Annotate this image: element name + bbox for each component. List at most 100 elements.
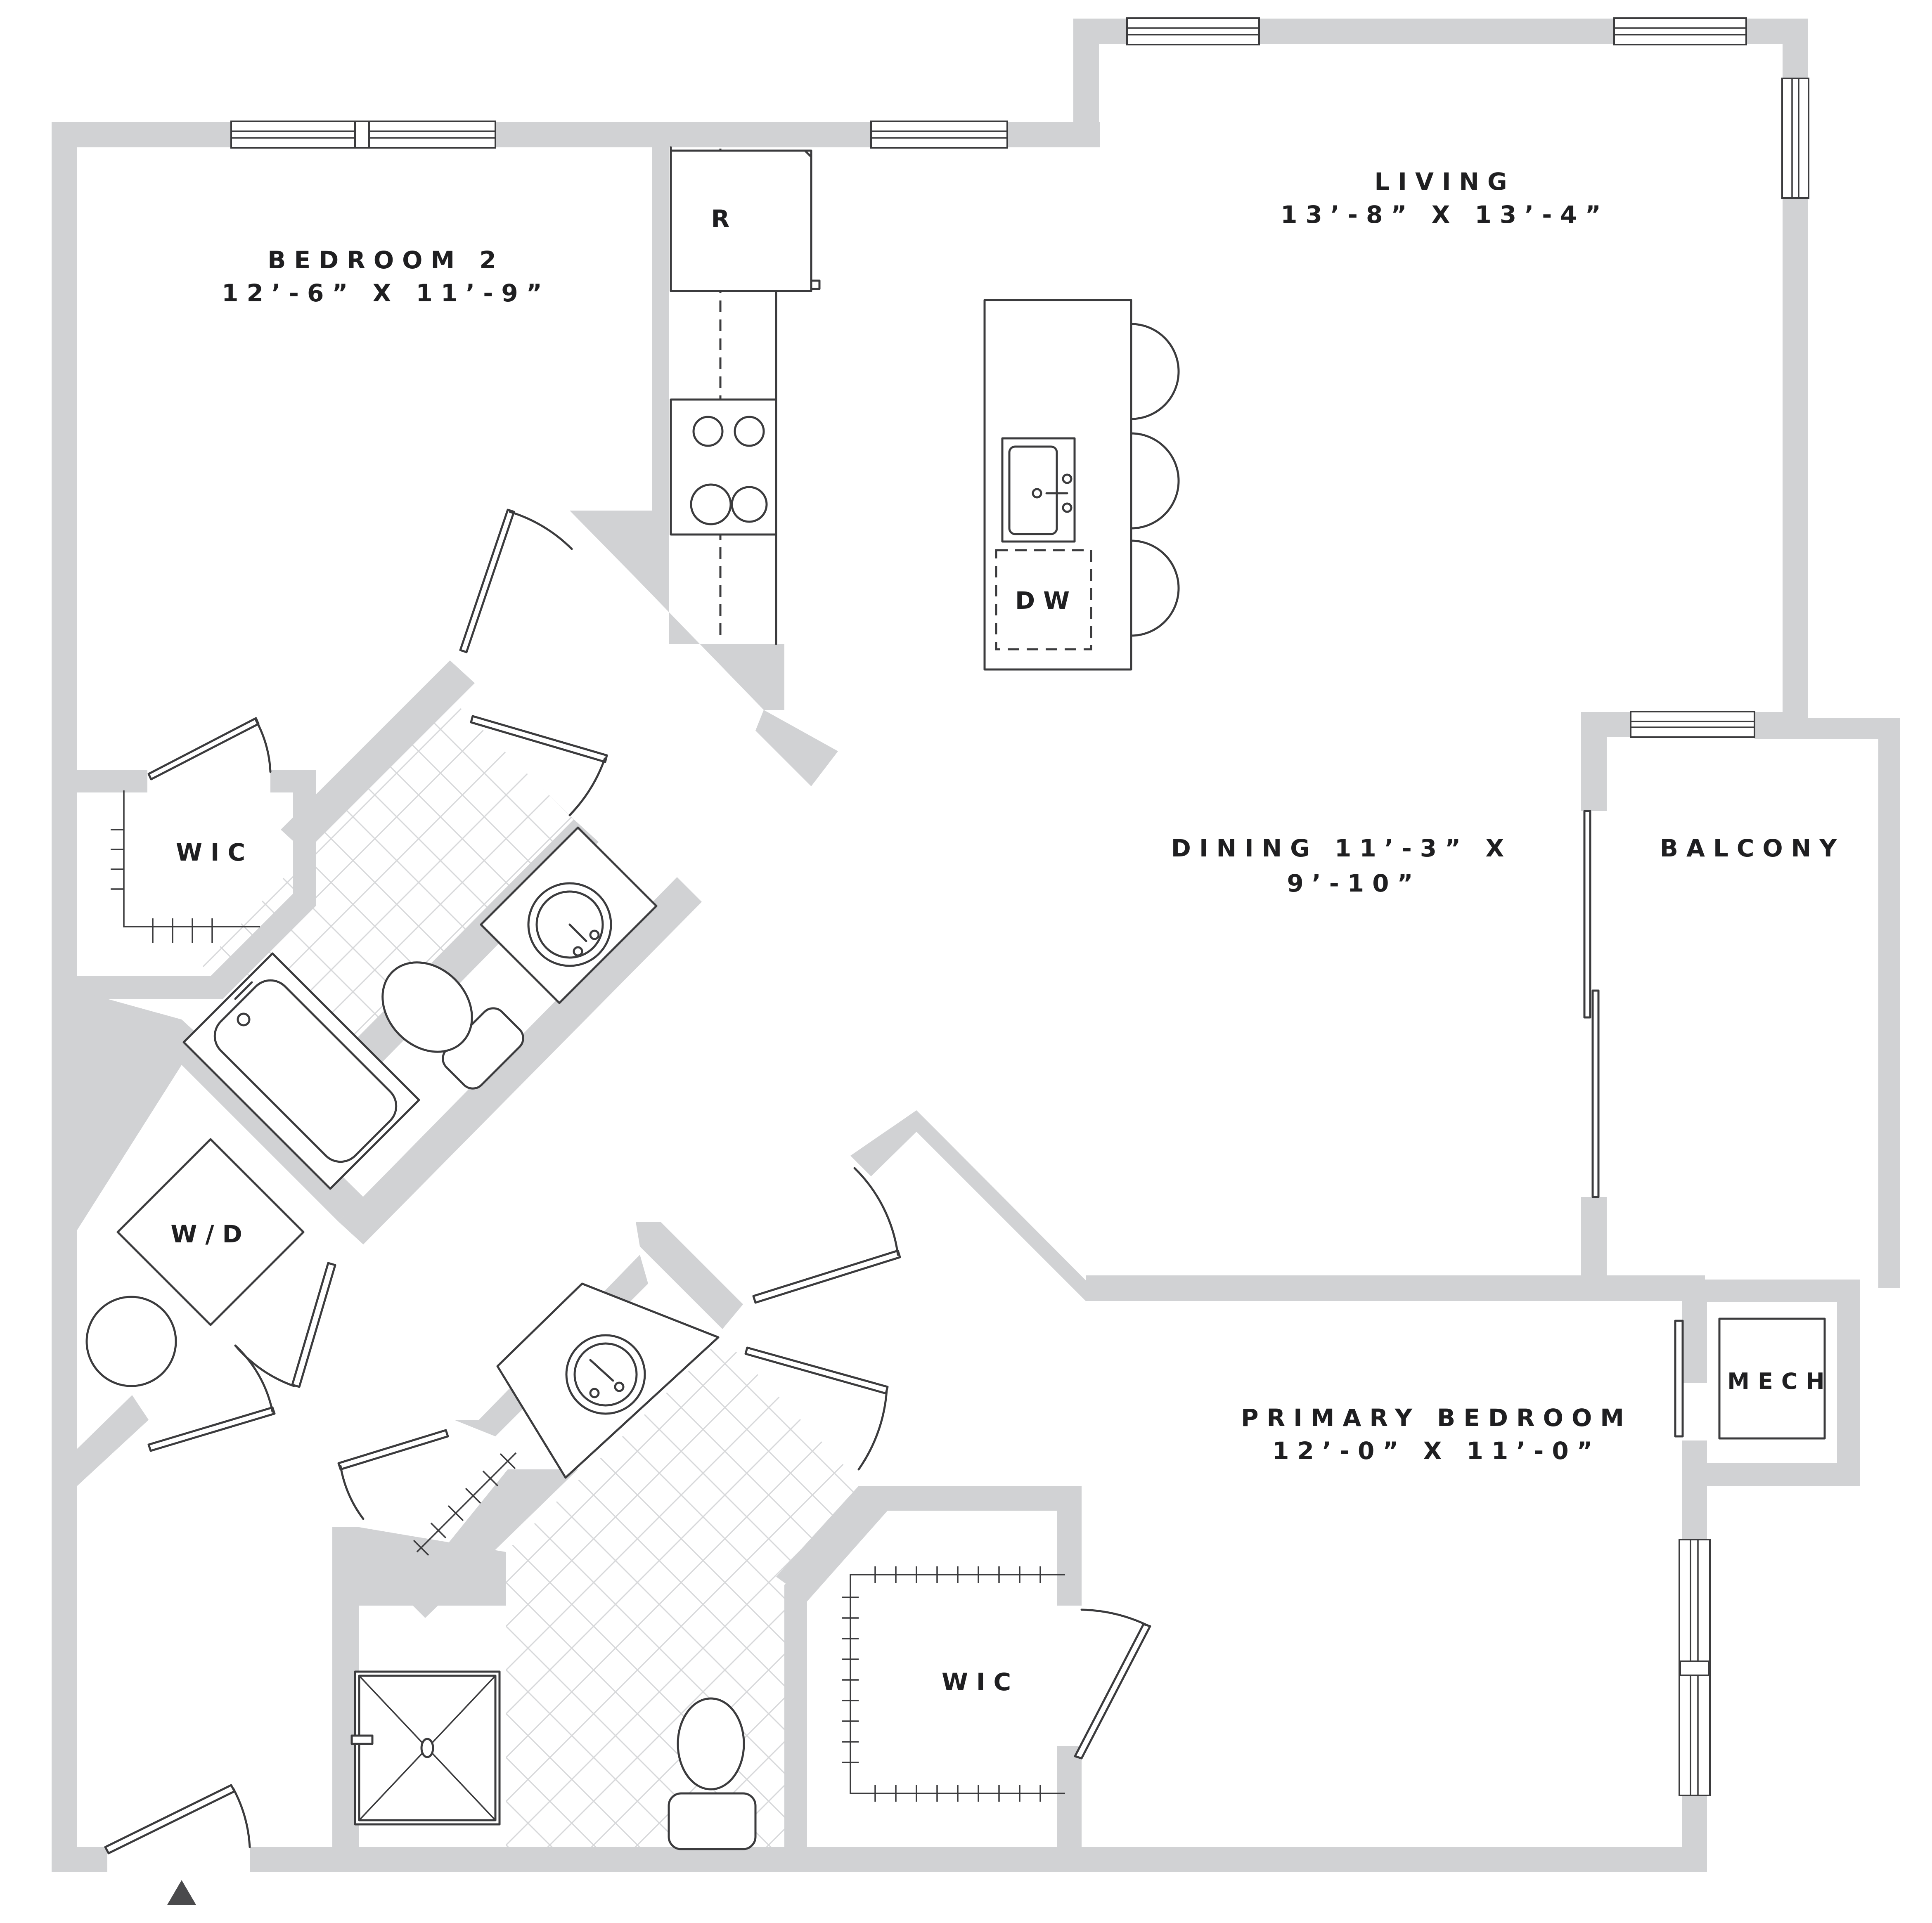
pattern-line <box>717 1337 879 1847</box>
pattern-line <box>849 0 1932 1923</box>
doors[interactable] <box>104 509 1151 1854</box>
pattern-line <box>1286 0 1932 1923</box>
pattern-line <box>1155 0 1932 1923</box>
pattern-line <box>506 1337 879 1847</box>
pattern-line <box>1549 0 1932 1923</box>
pattern-line <box>717 0 1932 1923</box>
wic-primary-rods <box>842 1566 1065 1802</box>
wic-bedroom2-rods <box>111 790 260 943</box>
pattern-line <box>0 0 32 1923</box>
pattern-line <box>1505 0 1932 1923</box>
pattern-line <box>506 1337 879 1847</box>
pattern-line <box>0 0 32 1923</box>
pattern-line <box>1505 0 1932 1923</box>
pattern-line <box>1505 0 1932 1923</box>
pattern-line <box>1374 0 1932 1923</box>
door-linen-closet <box>337 1429 449 1520</box>
pattern-line <box>0 0 207 1923</box>
pattern-line <box>1111 0 1932 1923</box>
pattern-line <box>1724 0 1932 1923</box>
pattern-line <box>202 698 252 1106</box>
pattern-line <box>893 0 1932 1923</box>
window-kitchen-north <box>870 121 1008 149</box>
pattern-line <box>1418 0 1932 1923</box>
kitchen: R <box>670 146 821 645</box>
pattern-line <box>202 698 252 1106</box>
window-living-east <box>1781 78 1809 199</box>
pattern-line <box>506 1337 879 1847</box>
shower-icon <box>350 1670 501 1826</box>
pattern-line <box>1549 0 1932 1923</box>
pattern-line <box>1724 0 1932 1923</box>
room-labels: BEDROOM 2 12’-6” X 11’-9” LIVING 13’-8” … <box>176 168 1837 1696</box>
door-entry <box>104 1784 251 1854</box>
bedroom2-dims: 12’-6” X 11’-9” <box>222 279 550 307</box>
window-primary-east <box>1679 1539 1711 1796</box>
pattern-line <box>1811 0 1932 1923</box>
toilet-icon <box>668 1697 757 1850</box>
pattern-line <box>506 1337 879 1847</box>
pattern-line <box>1549 0 1932 1923</box>
pattern-line <box>1418 0 1932 1923</box>
pattern-line <box>0 0 163 1923</box>
pattern-line <box>630 0 1932 1923</box>
pattern-line <box>1155 0 1932 1923</box>
pattern-line <box>1724 0 1932 1923</box>
vanity-bath2 <box>480 826 658 1004</box>
pattern-line <box>1899 0 1932 1923</box>
pattern-line <box>717 1337 879 1847</box>
door-primary-bedroom <box>752 1167 901 1304</box>
pattern-line <box>1899 0 1932 1923</box>
pattern-line <box>1330 0 1932 1923</box>
pattern-line <box>1286 0 1932 1923</box>
toilet-icon <box>381 961 524 1090</box>
bar-stool-icon <box>1130 432 1180 530</box>
window-living-north-2 <box>1613 17 1747 45</box>
pattern-line <box>1199 0 1932 1923</box>
washer-dryer-label: W/D <box>170 1220 250 1248</box>
pattern-line <box>1111 0 1932 1923</box>
door-wic-bedroom2 <box>147 717 272 781</box>
pattern-line <box>1199 0 1932 1923</box>
pattern-line <box>674 0 1932 1923</box>
linen-closet-shelf <box>413 1452 517 1556</box>
dining-line1: DINING 11’-3” X <box>1171 834 1512 862</box>
primary-bath-fixtures <box>350 1282 757 1850</box>
pattern-line <box>202 698 208 1106</box>
pattern-line <box>1330 0 1932 1923</box>
vanity-primary <box>496 1282 720 1479</box>
pattern-line <box>893 0 1932 1923</box>
pattern-line <box>202 698 578 1106</box>
mech-closet-door[interactable] <box>1674 1320 1684 1438</box>
pattern-line <box>629 1337 879 1847</box>
sink-icon <box>1001 437 1076 543</box>
pattern-line <box>761 0 1932 1923</box>
pattern-line <box>1330 0 1932 1923</box>
pattern-line <box>447 1505 464 1521</box>
pattern-line <box>506 1337 879 1847</box>
pattern-line <box>849 0 1932 1923</box>
pattern-line <box>430 1522 447 1539</box>
laundry: W/D <box>85 1138 305 1387</box>
pattern-line <box>1330 0 1932 1923</box>
pattern-line <box>893 0 1932 1923</box>
door-primary-bath <box>744 1346 889 1471</box>
pattern-line <box>1549 0 1932 1923</box>
pattern-line <box>506 1337 879 1847</box>
pattern-line <box>804 1337 879 1847</box>
balcony-sliding-door[interactable] <box>1583 810 1600 1198</box>
pattern-line <box>482 1470 499 1487</box>
pattern-line <box>1811 0 1932 1923</box>
pattern-line <box>1111 0 1932 1923</box>
pattern-line <box>805 0 1932 1923</box>
pattern-line <box>1811 0 1932 1923</box>
pattern-line <box>1374 0 1932 1923</box>
kitchen-island: DW <box>983 299 1180 671</box>
washer-dryer-icon <box>116 1138 305 1326</box>
pattern-line <box>1899 0 1932 1923</box>
pattern-line <box>805 0 1932 1923</box>
living-name: LIVING <box>1374 168 1515 196</box>
sink-icon <box>565 1334 646 1415</box>
pattern-line <box>630 0 1932 1923</box>
refrigerator-icon: R <box>670 149 821 292</box>
